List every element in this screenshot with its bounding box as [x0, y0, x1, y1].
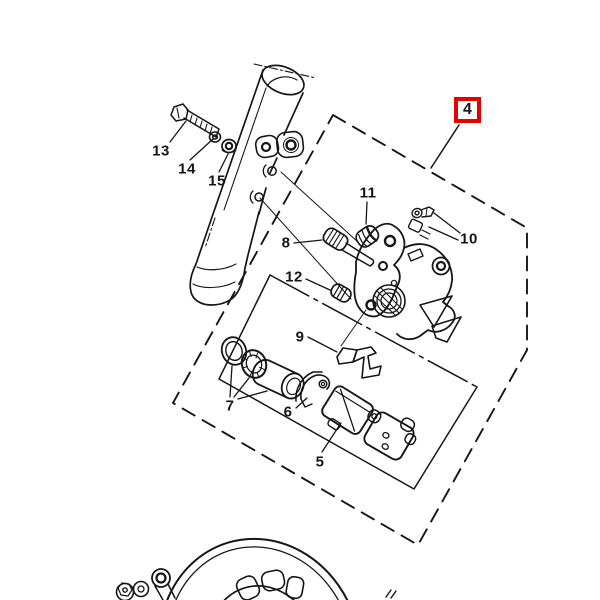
fork-caliper-mount-bosses: [249, 130, 305, 204]
part-label-9[interactable]: 9: [295, 328, 305, 346]
bush-11: [355, 225, 380, 248]
part-label-14[interactable]: 14: [178, 160, 196, 178]
brake-disc: [158, 537, 397, 600]
pin-bolt-8: [322, 227, 375, 267]
brake-pads-5: [321, 385, 417, 461]
part-label-12[interactable]: 12: [285, 268, 303, 286]
piston: [251, 358, 305, 400]
part-label-7[interactable]: 7: [225, 397, 235, 415]
assembly-group-outline: [172, 114, 528, 546]
pad-spring-9: [336, 346, 382, 379]
washer-14: [208, 131, 222, 143]
part-label-13[interactable]: 13: [152, 142, 170, 160]
part-label-5[interactable]: 5: [315, 453, 325, 471]
selected-part-highlight[interactable]: 4: [454, 97, 481, 123]
mount-alignment-lines: [259, 171, 367, 347]
bleeder-parts-10: [407, 206, 435, 240]
disc-bolts: [115, 568, 176, 600]
part-label-11[interactable]: 11: [359, 184, 377, 202]
caliper-body: [353, 222, 462, 343]
bush-12: [330, 283, 352, 303]
part-label-8[interactable]: 8: [281, 234, 291, 252]
part-label-15[interactable]: 15: [208, 172, 226, 190]
pad-piston-subgroup-outline: [218, 274, 478, 490]
part-label-6[interactable]: 6: [283, 403, 293, 421]
part-label-4: 4: [463, 101, 472, 118]
nut-15: [221, 138, 237, 154]
fork-tube: [189, 63, 317, 306]
leader-lines: [169, 120, 461, 453]
part-label-10[interactable]: 10: [460, 230, 478, 248]
